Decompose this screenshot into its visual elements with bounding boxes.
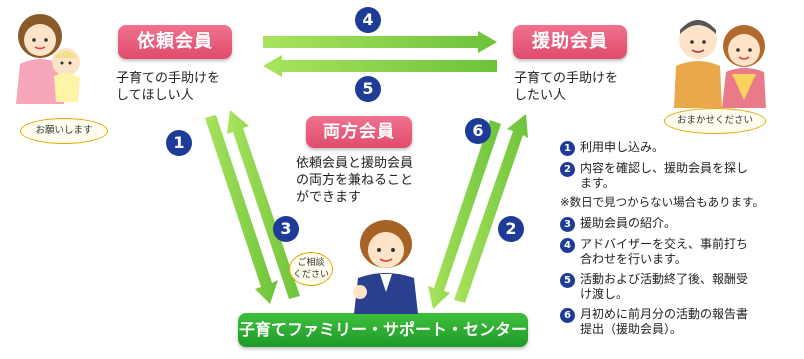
arrow-number-2: 2 <box>498 216 524 242</box>
elderly-couple-illustration <box>674 20 766 108</box>
ryoho-description: 依頼会員と援助会員 の両方を兼ねること ができます <box>296 156 414 205</box>
legend-number: 5 <box>560 273 575 288</box>
arrow-number-4: 4 <box>355 7 381 33</box>
legend-text: 月初めに前月分の活動の報告書提出（援助会員）。 <box>580 307 749 336</box>
enjo-member-label: 援助会員 <box>513 25 627 59</box>
enjo-description: 子育ての手助けを したい人 <box>514 71 619 103</box>
arrow-number-6: 6 <box>465 118 491 144</box>
arrow-number-3: 3 <box>273 216 299 242</box>
arrow-number-1: 1 <box>166 130 192 156</box>
legend-step-2: 2 内容を確認し、援助会員を探します。 <box>560 161 800 191</box>
legend-step-1: 1 利用申し込み。 <box>560 140 800 156</box>
center-speech-bubble: ご相談 ください <box>289 252 333 286</box>
enjo-speech-bubble: おまかせください <box>664 108 766 134</box>
legend-number: 3 <box>560 217 575 232</box>
irai-speech-bubble: お願いします <box>20 118 108 144</box>
legend-number: 2 <box>560 162 575 177</box>
legend-number: 1 <box>560 141 575 156</box>
center-staff-illustration <box>353 220 418 314</box>
arrow-1 <box>205 115 278 304</box>
arrow-2 <box>454 114 528 303</box>
legend-note: ※数日で見つからない場合もあります。 <box>560 195 764 209</box>
mother-baby-illustration <box>16 14 80 104</box>
irai-description: 子育ての手助けを してほしい人 <box>116 71 221 103</box>
steps-legend: 1 利用申し込み。 2 内容を確認し、援助会員を探します。 ※数日で見つからない… <box>560 140 800 342</box>
legend-step-3: 3 援助会員の紹介。 <box>560 216 800 232</box>
legend-text: 援助会員の紹介。 <box>580 216 677 230</box>
legend-text: 内容を確認し、援助会員を探します。 <box>580 161 749 190</box>
legend-step-5: 5 活動および活動終了後、報酬受け渡し。 <box>560 272 800 302</box>
legend-step-6: 6 月初めに前月分の活動の報告書提出（援助会員）。 <box>560 307 800 337</box>
arrow-5 <box>263 55 497 77</box>
arrow-3 <box>227 110 300 299</box>
center-label: 子育てファミリー・サポート・センター <box>238 313 528 347</box>
legend-number: 4 <box>560 238 575 253</box>
ryoho-member-label: 両方会員 <box>306 116 412 148</box>
legend-text: 活動および活動終了後、報酬受け渡し。 <box>580 272 749 301</box>
legend-text: 利用申し込み。 <box>580 140 665 154</box>
legend-number: 6 <box>560 308 575 323</box>
arrow-6 <box>428 120 501 309</box>
irai-member-label: 依頼会員 <box>118 25 232 59</box>
arrow-4 <box>263 31 497 53</box>
arrow-number-5: 5 <box>355 76 381 102</box>
legend-step-4: 4 アドバイザーを交え、事前打ち合わせを行います。 <box>560 237 800 267</box>
legend-text: アドバイザーを交え、事前打ち合わせを行います。 <box>580 237 749 266</box>
